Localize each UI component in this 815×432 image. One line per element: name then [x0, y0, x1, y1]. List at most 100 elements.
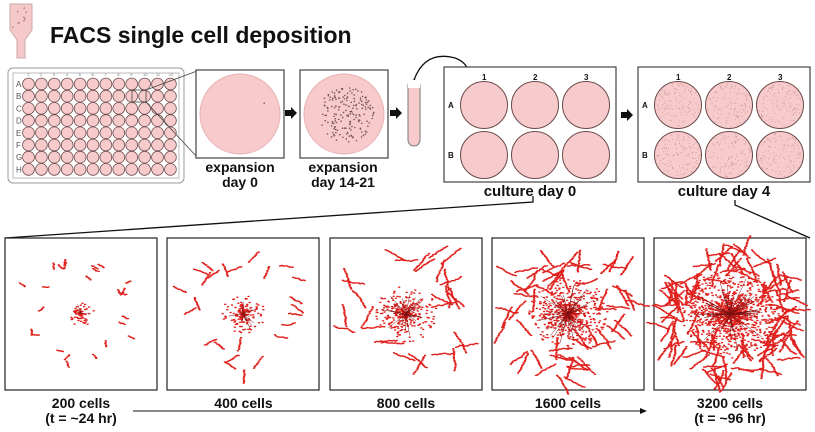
well: [151, 150, 164, 164]
cell: [358, 119, 361, 122]
well: [562, 81, 610, 129]
well: [86, 163, 100, 176]
well: [73, 77, 87, 91]
funnel-cell: [24, 18, 26, 20]
sim-count: 1600 cells: [534, 395, 602, 411]
cell: [342, 136, 344, 139]
cell: [337, 118, 340, 121]
well: [22, 77, 35, 91]
arrowhead-icon: [640, 408, 647, 414]
funnel-cell: [12, 26, 14, 29]
well: [151, 138, 164, 152]
cell: [369, 104, 372, 107]
cell: [361, 131, 363, 133]
col-label: 2: [40, 72, 43, 77]
well: [112, 102, 126, 115]
cell: [324, 114, 326, 117]
cells: [657, 83, 699, 127]
well: [86, 89, 100, 103]
well: [654, 81, 702, 129]
well: [47, 150, 61, 164]
cell: [323, 104, 326, 107]
cell: [367, 125, 369, 128]
cell: [333, 113, 336, 115]
cell: [341, 127, 344, 129]
well: [511, 131, 559, 179]
cell: [348, 121, 351, 123]
cell: [326, 107, 329, 110]
cell: [338, 91, 340, 93]
row-label: B: [642, 151, 648, 160]
connector-line: [734, 200, 811, 239]
cell: [331, 120, 334, 123]
well: [86, 102, 100, 115]
well: [73, 150, 87, 164]
cell: [371, 114, 374, 117]
well: [164, 163, 177, 176]
well: [460, 81, 508, 129]
cell: [372, 111, 375, 114]
cell: [356, 90, 359, 92]
cell: [343, 98, 346, 100]
well: [112, 163, 126, 176]
well: [125, 150, 138, 164]
cell: [342, 96, 344, 98]
well: [460, 131, 508, 179]
arrow-icon: [390, 107, 402, 119]
cell: [345, 109, 347, 112]
well: [151, 126, 164, 140]
cell: [331, 97, 334, 100]
well: [125, 126, 138, 140]
cell: [354, 88, 357, 90]
well: [164, 150, 177, 164]
well: [60, 102, 74, 115]
row-label: H: [16, 165, 22, 174]
cell: [325, 114, 328, 117]
cell: [359, 115, 361, 117]
well: [199, 73, 281, 155]
well: [60, 138, 74, 152]
cell: [359, 97, 362, 99]
cell: [351, 112, 354, 114]
well: [73, 102, 87, 115]
cell: [368, 122, 371, 124]
well: [35, 102, 48, 115]
well: [125, 102, 138, 115]
cell: [333, 115, 335, 118]
well: [562, 131, 610, 179]
cell: [362, 104, 365, 107]
well: [86, 138, 100, 152]
connector-line: [4, 196, 534, 239]
cell: [366, 101, 369, 104]
cell: [346, 96, 349, 98]
cell: [343, 127, 346, 129]
cell: [372, 112, 375, 115]
cell: [337, 109, 340, 111]
well: [756, 131, 804, 179]
well: [99, 77, 113, 91]
well: [164, 138, 177, 152]
cell: [335, 89, 338, 91]
cell: [352, 107, 354, 110]
funnel-icon: [9, 3, 33, 59]
cell: [331, 122, 334, 124]
cell: [335, 113, 338, 116]
row-label: A: [448, 101, 454, 110]
row-label: B: [448, 151, 454, 160]
cell: [367, 106, 369, 109]
arrow-icon: [621, 109, 633, 121]
sim-count: 800 cells: [376, 395, 436, 411]
well: [35, 126, 48, 140]
cell: [366, 120, 368, 122]
well: [138, 89, 151, 103]
cells: [758, 133, 802, 177]
cell: [355, 116, 357, 119]
zoom-line: [145, 101, 198, 158]
sim-label-2: 400 cells: [167, 396, 320, 411]
cell: [324, 101, 326, 103]
row-label: A: [642, 101, 648, 110]
well: [99, 126, 113, 140]
cell: [331, 99, 334, 101]
